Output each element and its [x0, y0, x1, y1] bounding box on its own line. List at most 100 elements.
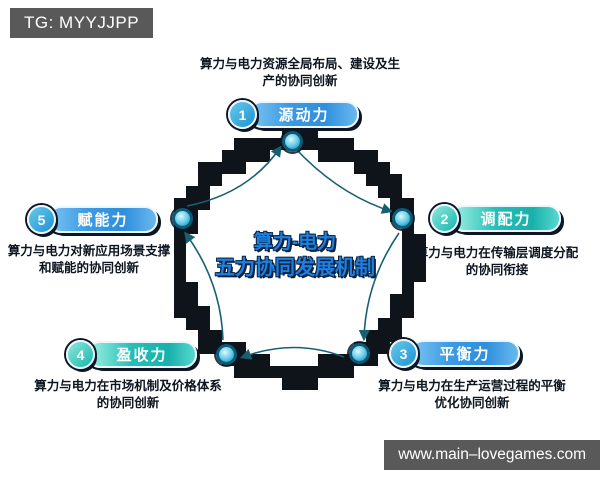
ring-pixel [366, 150, 378, 162]
ring-pixel [366, 174, 378, 186]
ring-pixel [246, 138, 258, 150]
pill-label-5: 赋能力 [48, 206, 158, 233]
ring-pixel [282, 378, 294, 390]
diagram-title-line2: 五力协同发展机制 [215, 257, 375, 279]
ring-pixel [186, 282, 198, 294]
ring-pixel [390, 174, 402, 186]
pill-label-2: 调配力 [451, 205, 561, 232]
ring-pixel [258, 150, 270, 162]
ring-pixel [402, 282, 414, 294]
ring-pixel [378, 162, 390, 174]
ring-pixel [198, 162, 210, 174]
force-desc-2-line2: 的协同衔接 [465, 263, 529, 277]
number-badge-3: 3 [389, 339, 418, 368]
ring-pixel [414, 270, 426, 282]
ring-pixel [210, 162, 222, 174]
pill-label-3: 平衡力 [410, 340, 520, 367]
number-badge-5: 5 [27, 205, 56, 234]
ring-pixel [354, 162, 366, 174]
ring-pixel [174, 282, 186, 294]
ring-pixel [186, 198, 198, 210]
ring-pixel [258, 138, 270, 150]
ring-pixel [270, 366, 282, 378]
ring-pixel [186, 186, 198, 198]
ring-node-right [392, 208, 413, 229]
ring-pixel [318, 366, 330, 378]
tg-watermark-badge: TG: MYYJJPP [10, 8, 154, 38]
ring-pixel [402, 246, 414, 258]
ring-pixel [330, 150, 342, 162]
ring-pixel [330, 366, 342, 378]
ring-pixel [246, 150, 258, 162]
ring-pixel [414, 258, 426, 270]
ring-pixel [174, 246, 186, 258]
ring-pixel [378, 330, 390, 342]
force-desc-3-line1: 算力与电力在生产运营过程的平衡 [378, 379, 566, 393]
pill-label-1: 源动力 [249, 101, 359, 128]
force-desc-4-line1: 算力与电力在市场机制及价格体系 [34, 379, 222, 393]
ring-pixel [294, 378, 306, 390]
force-desc-3-line2: 优化协同创新 [434, 396, 510, 410]
ring-pixel [198, 318, 210, 330]
force-desc-2-line1: 算力与电力在传输层调度分配 [415, 246, 579, 260]
force-pill-funengli: 5 赋能力 [27, 205, 158, 234]
ring-pixel [222, 150, 234, 162]
ring-pixel [378, 186, 390, 198]
ring-pixel [390, 186, 402, 198]
ring-pixel [390, 294, 402, 306]
ring-pixel [174, 198, 186, 210]
force-desc-3: 算力与电力在生产运营过程的平衡 优化协同创新 [356, 378, 588, 412]
force-desc-1-line1: 算力与电力资源全局布局、建设及生 [199, 57, 400, 71]
ring-pixel [354, 150, 366, 162]
force-desc-2: 算力与电力在传输层调度分配 的协同衔接 [411, 245, 583, 279]
ring-pixel [342, 138, 354, 150]
ring-pixel [222, 162, 234, 174]
ring-pixel [234, 150, 246, 162]
ring-pixel [402, 294, 414, 306]
ring-pixel [258, 354, 270, 366]
ring-pixel [366, 162, 378, 174]
ring-pixel [198, 174, 210, 186]
force-pill-diaopeili: 2 调配力 [430, 204, 561, 233]
ring-pixel [246, 366, 258, 378]
ring-pixel [378, 318, 390, 330]
ring-pixel [186, 318, 198, 330]
force-desc-5-line1: 算力与电力对新应用场景支撑 [7, 244, 171, 258]
ring-pixel [378, 342, 390, 354]
force-desc-1: 算力与电力资源全局布局、建设及生 产的协同创新 [178, 56, 422, 90]
ring-node-bottom-right [349, 343, 370, 364]
ring-pixel [174, 294, 186, 306]
ring-pixel [414, 246, 426, 258]
ring-pixel [198, 186, 210, 198]
force-pill-yingshouli: 4 盈收力 [66, 340, 197, 369]
force-desc-5-line2: 和赋能的协同创新 [38, 261, 139, 275]
ring-pixel [402, 258, 414, 270]
ring-pixel [306, 378, 318, 390]
ring-pixel [282, 366, 294, 378]
ring-pixel [186, 306, 198, 318]
ring-pixel [234, 138, 246, 150]
ring-pixel [174, 306, 186, 318]
number-badge-4: 4 [66, 340, 95, 369]
ring-pixel [234, 162, 246, 174]
ring-pixel [414, 234, 426, 246]
ring-pixel [174, 270, 186, 282]
ring-pixel [174, 234, 186, 246]
ring-pixel [306, 366, 318, 378]
number-badge-1: 1 [228, 100, 257, 129]
website-watermark-badge: www.main–lovegames.com [384, 440, 600, 470]
ring-pixel [330, 138, 342, 150]
ring-node-bottom-left [216, 344, 237, 365]
force-pill-yuandongli: 1 源动力 [228, 100, 359, 129]
pill-label-4: 盈收力 [87, 341, 197, 368]
ring-pixel [390, 306, 402, 318]
ring-pixel [198, 330, 210, 342]
ring-pixel [234, 366, 246, 378]
ring-pixel [186, 294, 198, 306]
ring-node-left [172, 208, 193, 229]
ring-pixel [402, 234, 414, 246]
force-desc-1-line2: 产的协同创新 [262, 74, 338, 88]
force-desc-4-line2: 的协同创新 [96, 396, 160, 410]
ring-pixel [342, 150, 354, 162]
